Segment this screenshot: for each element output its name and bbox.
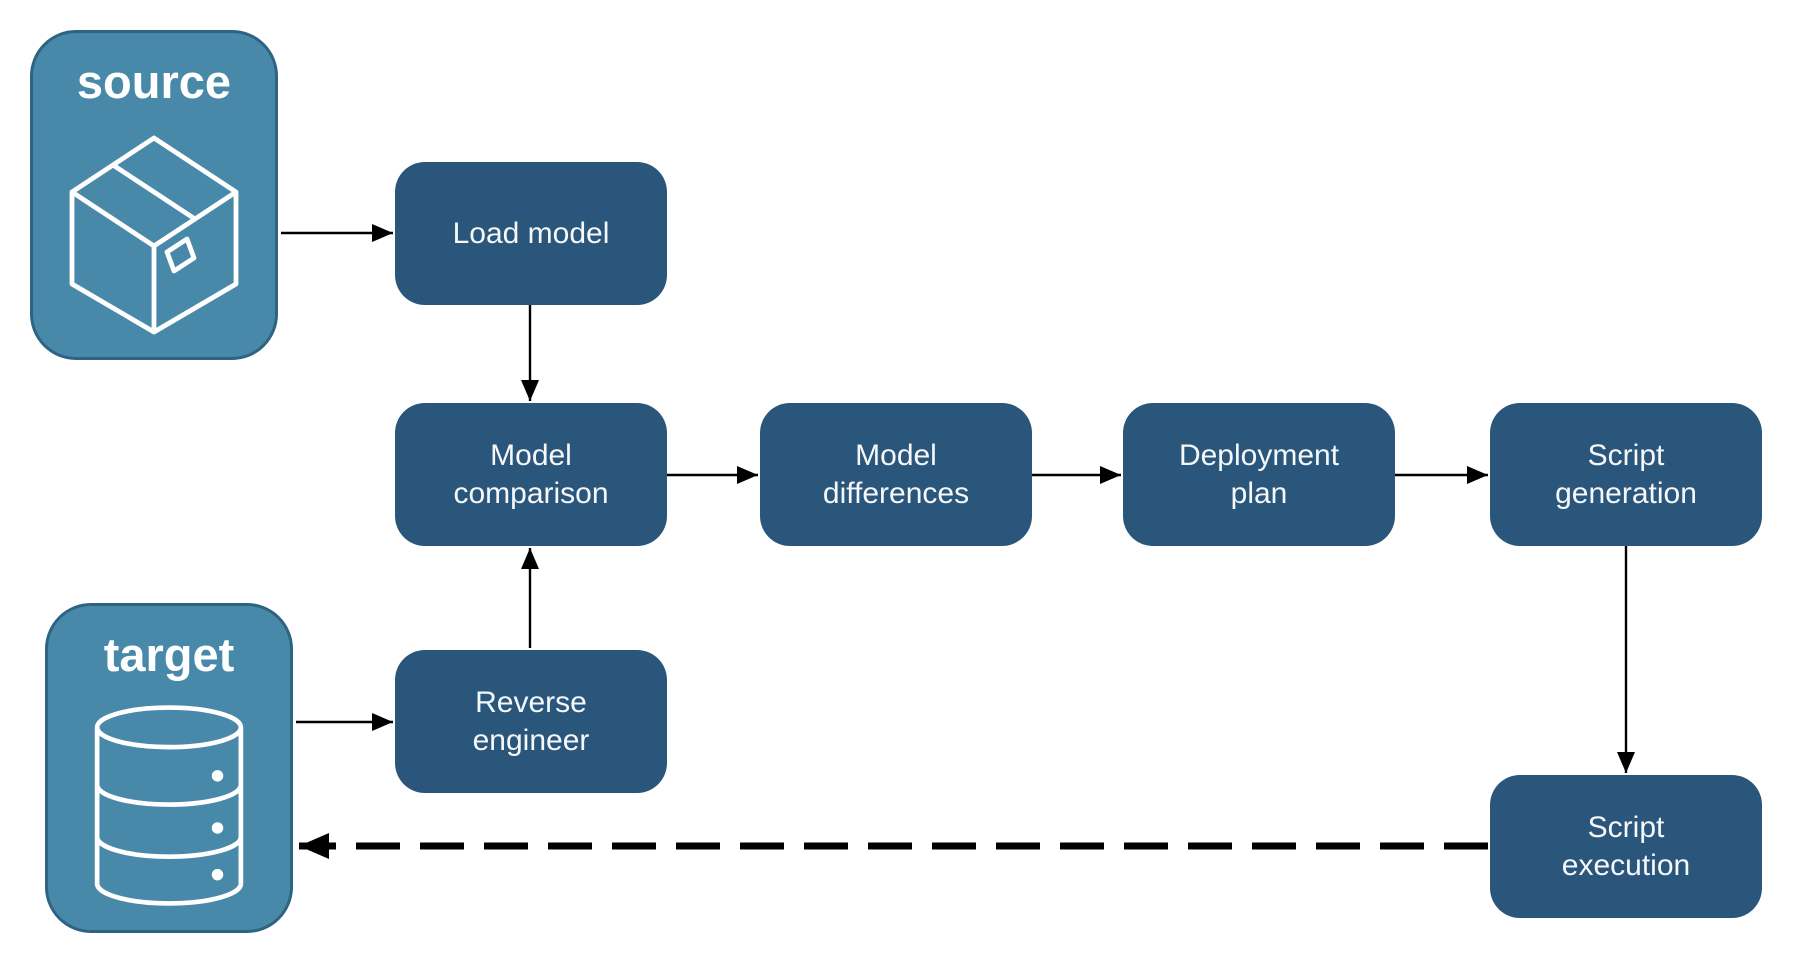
node-label: Reverse engineer — [472, 685, 590, 757]
target-label: target — [103, 628, 235, 681]
node-model-differences: Model differences — [760, 403, 1032, 546]
package-icon — [33, 107, 275, 357]
node-load-model: Load model — [395, 162, 667, 305]
source-label: source — [76, 55, 232, 108]
node-label: Script execution — [1561, 810, 1691, 882]
node-model-comparison: Model comparison — [395, 403, 667, 546]
node-label: Deployment plan — [1178, 438, 1340, 510]
node-label: Model differences — [822, 438, 970, 510]
node-label: Script generation — [1555, 438, 1697, 510]
node-label: Model comparison — [453, 438, 609, 510]
node-script-execution: Script execution — [1490, 775, 1762, 918]
endpoint-target: target — [45, 603, 293, 933]
node-reverse-engineer: Reverse engineer — [395, 650, 667, 793]
endpoint-source: source — [30, 30, 278, 360]
node-script-generation: Script generation — [1490, 403, 1762, 546]
node-deployment-plan: Deployment plan — [1123, 403, 1395, 546]
node-label: Load model — [452, 216, 610, 250]
database-icon — [48, 680, 290, 930]
